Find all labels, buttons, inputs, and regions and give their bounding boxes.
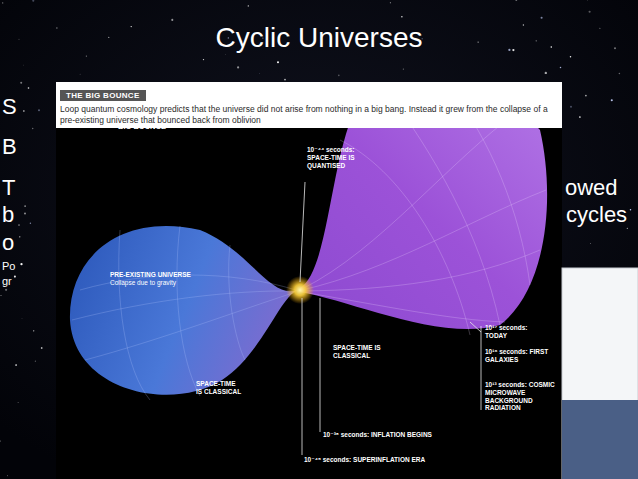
timeline-label: 10¹³ seconds: COSMIC MICROWAVE BACKGROUN… xyxy=(485,381,561,412)
star xyxy=(23,64,25,66)
star xyxy=(560,67,562,69)
star xyxy=(2,2,3,3)
slide-text-fragment: cycles xyxy=(566,202,627,228)
slide-text-fragment: b xyxy=(2,202,14,228)
pre-existing-universe-shape xyxy=(70,226,298,395)
star xyxy=(5,289,7,291)
star xyxy=(86,55,87,56)
star xyxy=(21,317,23,319)
region-label: SPACE-TIME IS CLASSICAL xyxy=(196,380,242,396)
star xyxy=(403,68,404,69)
star xyxy=(536,40,537,41)
star xyxy=(478,42,479,43)
star xyxy=(614,47,616,49)
universe-note: Collapse due to gravity xyxy=(110,279,176,287)
star xyxy=(551,46,553,48)
star xyxy=(508,49,510,51)
star xyxy=(14,276,16,278)
star xyxy=(0,440,1,441)
slide-text-fragment: Po xyxy=(2,260,15,273)
star xyxy=(611,99,613,101)
star xyxy=(131,26,132,27)
star xyxy=(32,128,34,130)
slide-text-fragment: owed xyxy=(565,175,618,201)
star xyxy=(587,0,589,2)
panel-subtitle: Loop quantum cosmology predicts that the… xyxy=(60,104,558,125)
star xyxy=(28,87,30,89)
star xyxy=(41,347,43,349)
star xyxy=(259,73,261,75)
star xyxy=(619,73,621,75)
bounce-label: BIG BOUNCE xyxy=(118,122,166,131)
slide-text-fragment: B xyxy=(2,134,17,160)
star xyxy=(30,223,31,224)
timeline-label: 10⁻⁴⁴ seconds: SPACE-TIME IS QUANTISED xyxy=(307,146,369,169)
star xyxy=(56,27,58,29)
star xyxy=(33,330,34,331)
slide-text-fragment: gr xyxy=(2,275,12,288)
star xyxy=(79,73,81,75)
slide-text-fragment: S xyxy=(2,94,17,120)
star xyxy=(237,66,239,68)
star xyxy=(579,116,581,118)
star xyxy=(225,54,227,56)
star xyxy=(630,209,631,210)
star xyxy=(585,95,587,97)
figure-panel xyxy=(56,82,562,479)
slide-text-fragment: o xyxy=(2,230,14,256)
star xyxy=(570,106,572,108)
panel-heading: THE BIG BOUNCE xyxy=(60,90,146,101)
slide-title: Cyclic Universes xyxy=(0,22,638,54)
star xyxy=(20,82,22,84)
leader-lines xyxy=(300,182,481,455)
star xyxy=(32,0,34,2)
timeline-label: 10⁻⁴⁵ seconds: SUPERINFLATION ERA xyxy=(304,456,428,464)
star xyxy=(35,361,36,362)
timeline-label: 10¹⁷ seconds: TODAY xyxy=(485,324,547,340)
star xyxy=(24,213,26,215)
star xyxy=(19,236,20,237)
star xyxy=(15,364,17,366)
space-time-grid xyxy=(72,226,296,400)
star xyxy=(248,5,249,6)
star xyxy=(18,224,20,226)
universe-label: PRE-EXISTING UNIVERSE xyxy=(110,271,191,279)
star xyxy=(545,72,547,74)
star xyxy=(541,17,543,19)
star xyxy=(523,24,524,25)
region-label: SPACE-TIME IS CLASSICAL xyxy=(333,344,383,360)
timeline-label: 10⁻³⁸ seconds: INFLATION BEGINS xyxy=(323,431,443,439)
background-image-band xyxy=(562,400,638,479)
star xyxy=(589,11,591,13)
star xyxy=(20,263,22,265)
star xyxy=(512,49,514,51)
timeline-label: 10¹⁶ seconds: FIRST GALAXIES xyxy=(485,348,551,364)
star xyxy=(6,475,8,477)
star xyxy=(627,228,628,229)
star xyxy=(590,243,592,245)
star xyxy=(108,37,109,38)
star xyxy=(599,28,600,29)
slide-text-fragment: T xyxy=(2,175,15,201)
star xyxy=(338,74,340,76)
star xyxy=(515,0,517,1)
star xyxy=(284,79,286,81)
star xyxy=(277,61,279,63)
background-image xyxy=(562,268,638,479)
star xyxy=(18,38,20,40)
star xyxy=(401,16,402,17)
star xyxy=(390,2,391,3)
star xyxy=(203,59,204,60)
star xyxy=(23,110,25,112)
star xyxy=(171,19,173,21)
star xyxy=(24,205,26,207)
star xyxy=(17,402,19,404)
caption-strip: THE BIG BOUNCE Loop quantum cosmology pre… xyxy=(56,82,562,128)
star xyxy=(38,109,40,111)
star xyxy=(570,56,571,57)
star xyxy=(0,295,1,296)
